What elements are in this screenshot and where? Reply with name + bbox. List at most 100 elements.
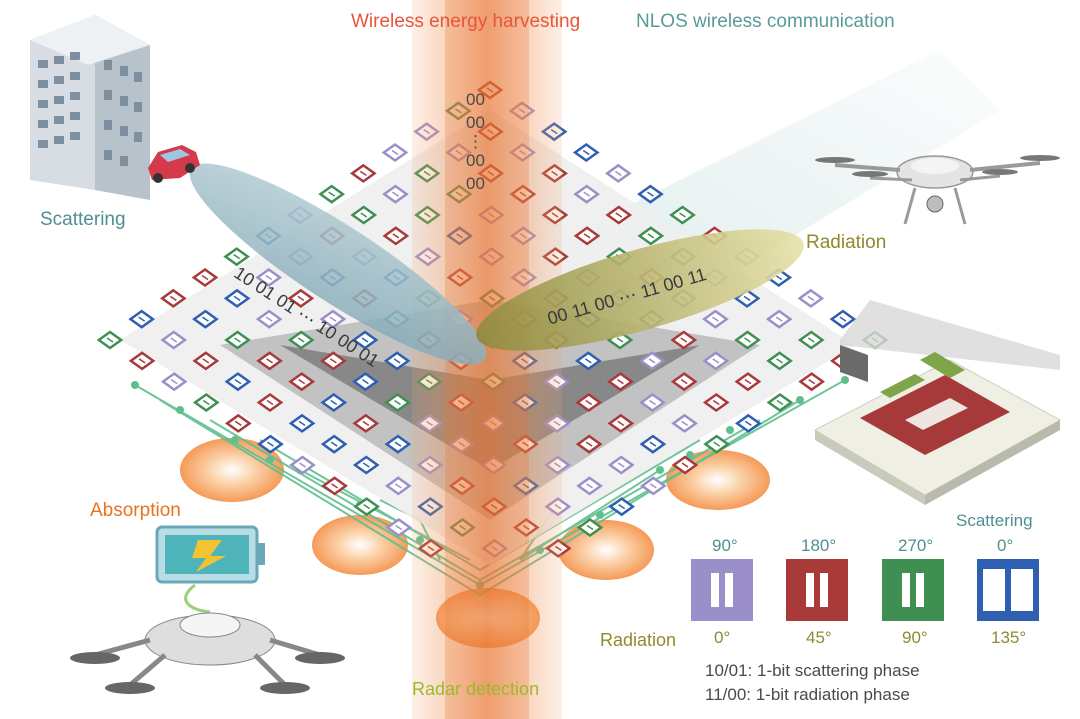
unit-cell-slot (647, 191, 654, 197)
unit-cell-slot (648, 358, 656, 364)
unit-cell-slot (234, 420, 242, 426)
unit-cell-slot (138, 358, 146, 364)
unit-cell-slot (202, 316, 209, 322)
unit-cell-slot (202, 399, 210, 406)
charging-drone-icon (70, 583, 345, 694)
unit-cell-slot (330, 441, 338, 447)
unit-cell-slot (329, 316, 337, 322)
radar-detection-label: Radar detection (412, 679, 540, 699)
unit-cell-slot (234, 337, 241, 343)
unit-cell-slot (394, 483, 402, 489)
unit-cell-slot (266, 358, 273, 364)
legend-scat-phase: 0° (997, 536, 1014, 555)
unit-cell-slot (585, 441, 593, 447)
unit-cell-slot (298, 379, 306, 385)
unit-cell-slot (744, 420, 752, 426)
legend-unit-cell (786, 559, 848, 621)
legend-unit-cell (691, 559, 753, 621)
code-line: 00 (466, 174, 485, 193)
legend-cell-divider (1005, 569, 1011, 611)
unit-cell-slot (170, 379, 178, 385)
legend-rad-phase: 135° (991, 628, 1027, 647)
unit-cell-slot (361, 337, 369, 343)
radiation-label: Radiation (806, 232, 887, 253)
unit-cell-slot (395, 524, 403, 531)
scattering-beam (189, 163, 487, 365)
unit-cell-slot (394, 441, 402, 447)
unit-cell-slot (807, 295, 815, 301)
unit-cell-slot (712, 358, 720, 364)
unit-cell-slot (584, 358, 592, 364)
unit-cell-slot (359, 170, 367, 176)
unit-cell-slot (392, 233, 400, 239)
unit-cell-slot (360, 212, 368, 218)
code-line: ⋮ (466, 132, 484, 151)
unit-cell-slot (649, 441, 657, 447)
legend-cell-slot (711, 573, 719, 607)
unit-cell-slot (106, 337, 114, 343)
unit-cell-slot (775, 274, 783, 281)
legend-note: 10/01: 1-bit scattering phase (705, 661, 920, 680)
unit-cell-slot (394, 399, 401, 406)
unit-cell-slot (615, 212, 623, 218)
absorption-label: Absorption (90, 500, 181, 521)
unit-cell-slot (647, 233, 655, 239)
battery-icon (155, 525, 265, 584)
unit-cell-slot (391, 149, 399, 156)
legend-radiation-label: Radiation (600, 630, 677, 650)
legend-unit-cell (882, 559, 944, 621)
unit-cell-slot (362, 420, 370, 426)
legend-cell-slot (916, 573, 924, 607)
legend-cell-slot (902, 573, 910, 607)
unit-cell-slot (329, 358, 337, 364)
unit-cell-slot (392, 191, 399, 197)
unit-cell-slot (586, 524, 594, 531)
unit-cell-slot (362, 462, 370, 468)
unit-cell-slot (618, 504, 626, 510)
unit-cell-slot (363, 504, 371, 510)
nlos-communication-title: NLOS wireless communication (636, 11, 895, 32)
unit-cell-slot (297, 295, 305, 301)
unit-cell-slot (776, 358, 783, 364)
unit-cell-slot (265, 316, 273, 322)
unit-cell-slot (138, 316, 146, 322)
unit-cell-slot (583, 233, 591, 239)
unit-cell-slot (617, 420, 625, 426)
legend-scat-phase: 180° (801, 536, 837, 555)
unit-cell-slot (679, 212, 686, 218)
radiation-beam (476, 229, 804, 351)
drone-icon (815, 155, 1060, 225)
unit-cell-slot (744, 379, 752, 385)
unit-cell-slot (712, 316, 719, 322)
unit-cell-slot (234, 379, 242, 385)
legend-rad-phase: 0° (714, 628, 731, 647)
unit-cell-slot (582, 149, 590, 156)
unit-cell-slot (680, 337, 688, 343)
unit-cell-slot (808, 379, 816, 385)
building-icon (30, 15, 150, 200)
unit-cell-slot (712, 399, 720, 406)
unit-cell-slot (328, 191, 336, 197)
unit-cell-slot (649, 399, 656, 406)
unit-cell-slot (616, 337, 624, 343)
unit-cell-slot (585, 399, 593, 406)
legend-scat-phase: 270° (898, 536, 934, 555)
unit-cell-slot (201, 274, 209, 281)
unit-cell-slot (744, 337, 751, 343)
unit-cell-slot (617, 462, 625, 468)
code-line: 00 (466, 151, 485, 170)
unit-cell-slot (362, 379, 369, 385)
unit-cell-slot (330, 399, 338, 406)
unit-cell-slot (681, 462, 689, 468)
unit-cell-slot (170, 337, 178, 343)
vertical-code-column: 00 00 ⋮ 00 00 (466, 91, 485, 192)
unit-cell-slot (776, 399, 784, 406)
legend-cells (691, 559, 1039, 621)
unit-cell-slot (617, 379, 624, 385)
unit-cell-slot (299, 462, 306, 468)
legend-cell-slot (806, 573, 814, 607)
unit-cell-inset (813, 300, 1062, 505)
unit-cell-slot (649, 483, 657, 489)
unit-cell-slot (298, 420, 306, 426)
energy-beam (412, 0, 562, 719)
